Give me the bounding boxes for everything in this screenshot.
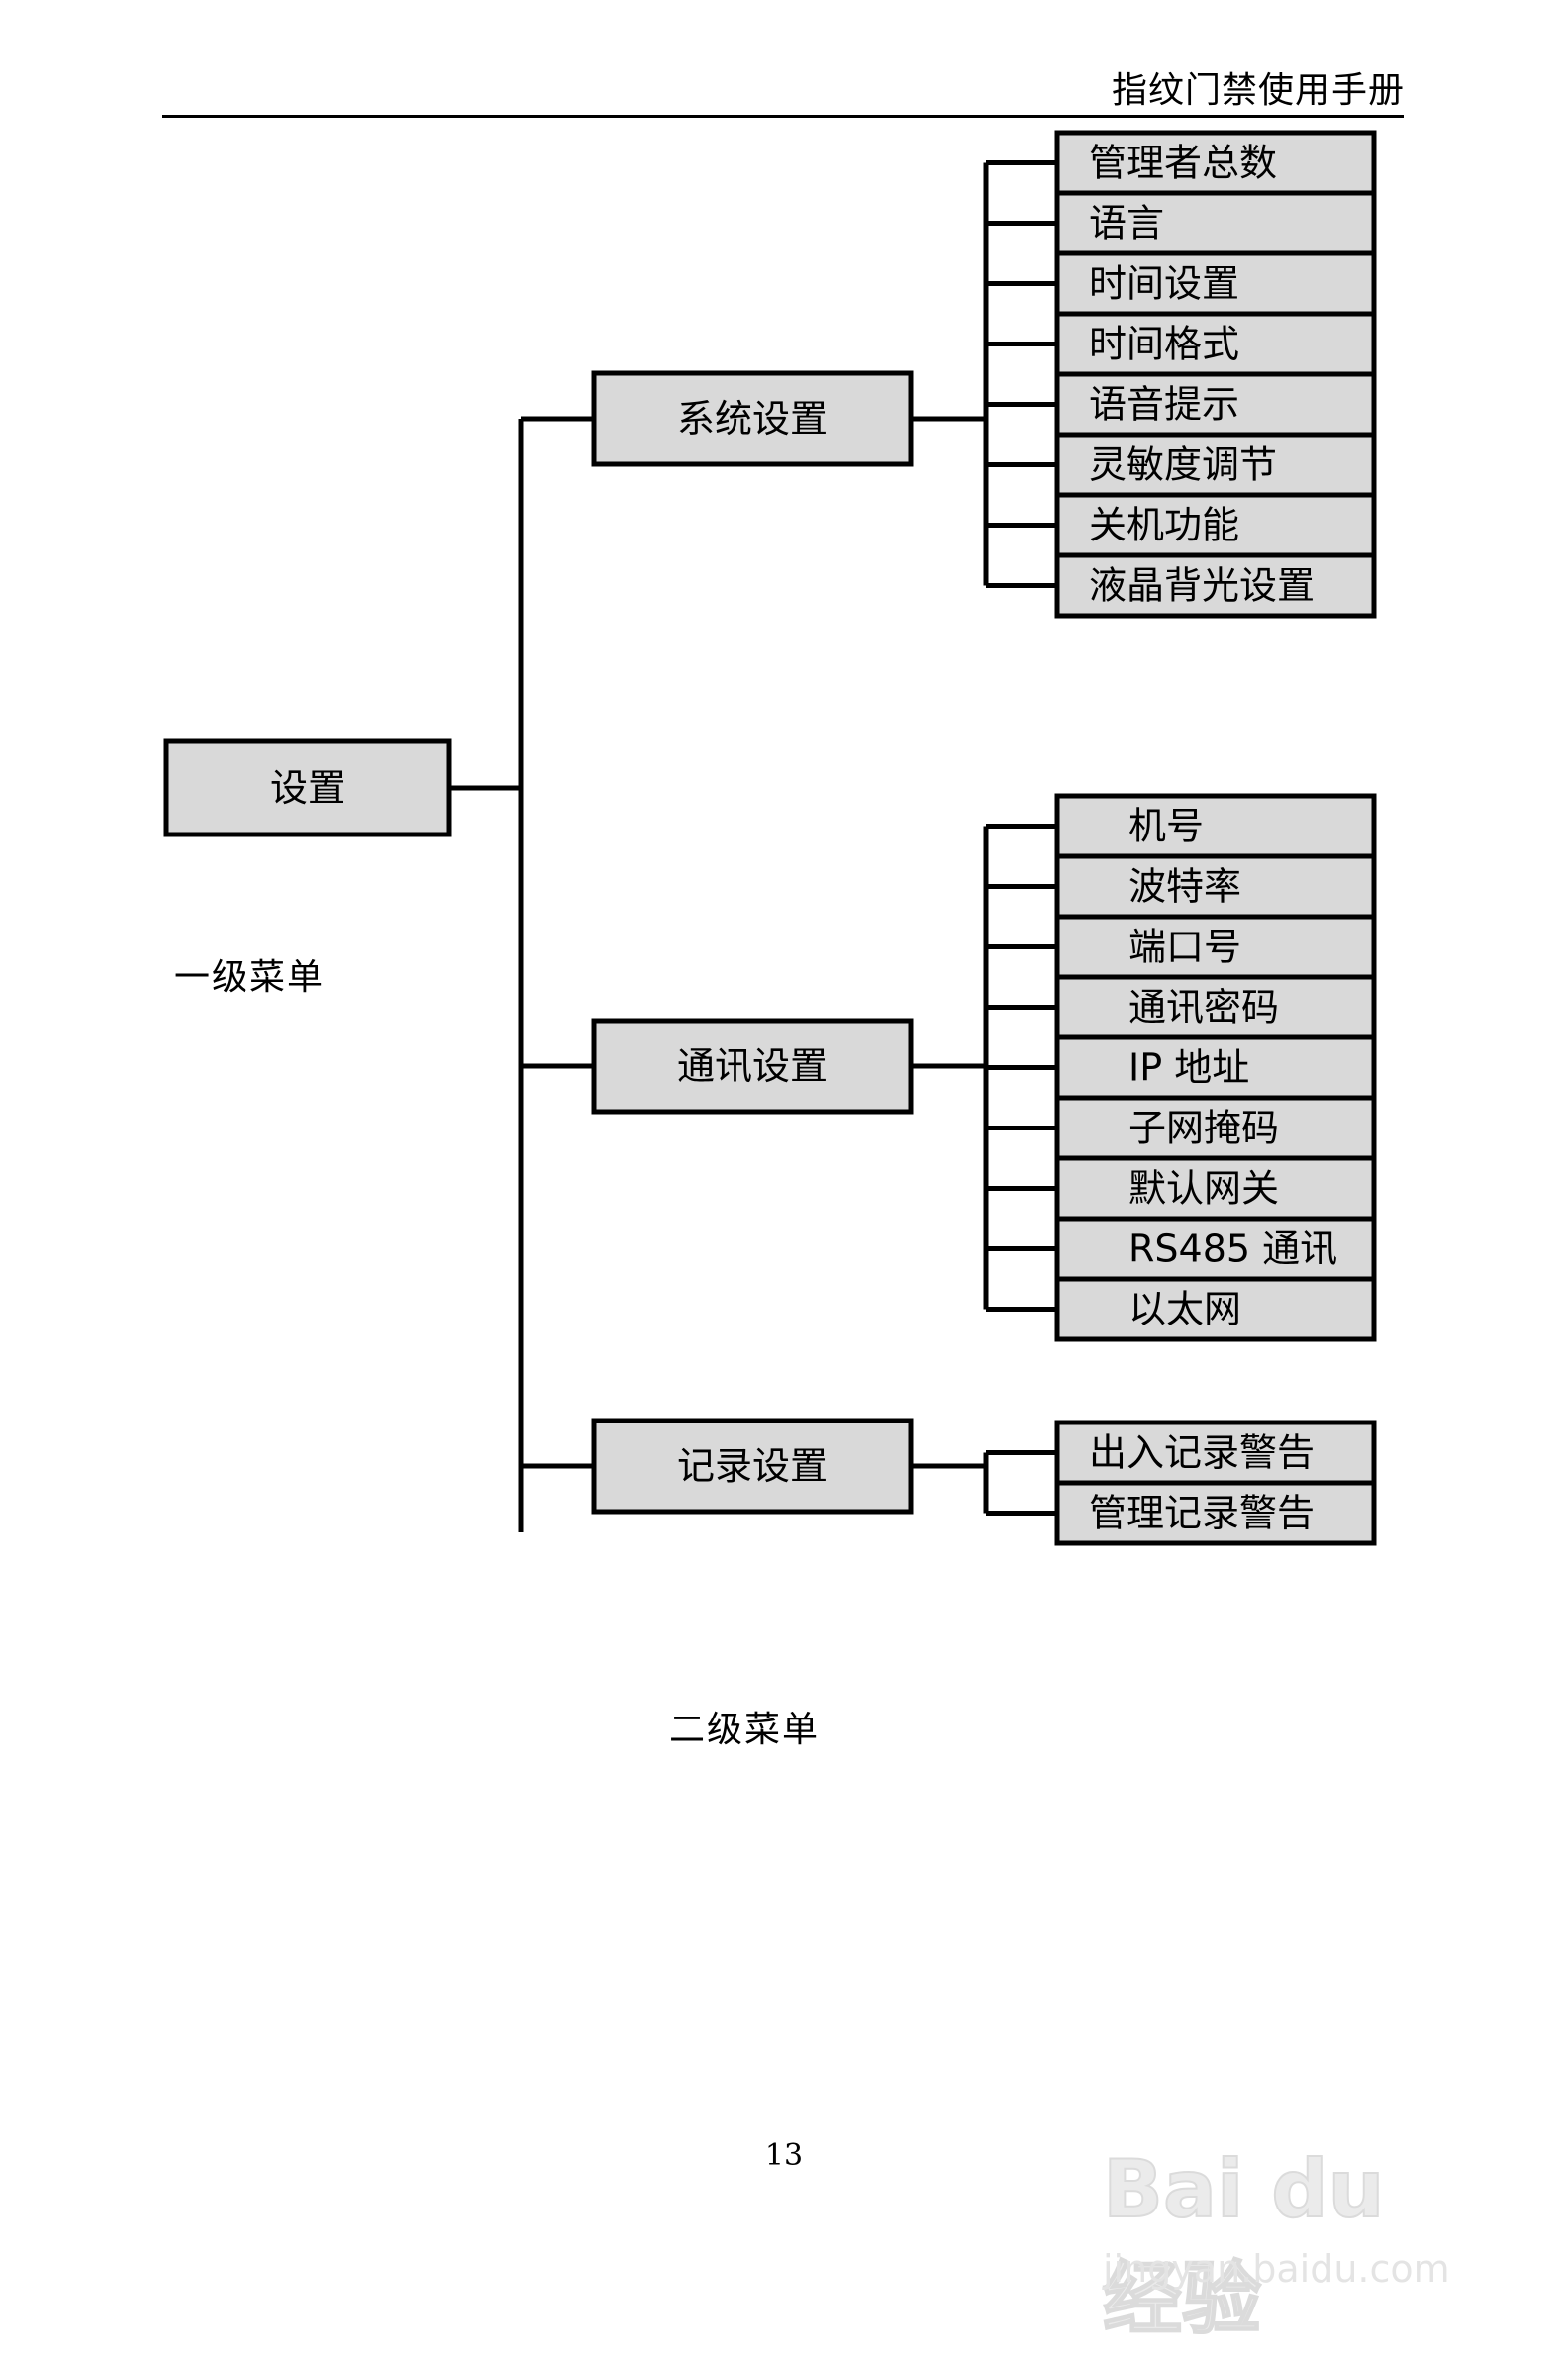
- item-node-box-frame: [1054, 1095, 1377, 1161]
- item-node-box-frame: [1054, 130, 1377, 196]
- item-node-box: 灵敏度调节: [1054, 432, 1377, 498]
- item-node-box-frame: [1054, 492, 1377, 558]
- item-node-box: 端口号: [1054, 914, 1377, 980]
- page-number: 13: [764, 2138, 804, 2173]
- item-node-box-label: IP 地址: [1128, 1046, 1249, 1090]
- item-node-box: 以太网: [1054, 1276, 1377, 1342]
- item-node-box-label: 语音提示: [1089, 383, 1239, 427]
- group-node-box: 记录设置: [591, 1418, 914, 1515]
- item-node-box-label: 子网掩码: [1128, 1107, 1279, 1150]
- item-node-box-frame: [1054, 1034, 1377, 1101]
- item-node-box-label: 端口号: [1128, 926, 1241, 969]
- header-rule: [162, 115, 1404, 118]
- item-node-box: 语音提示: [1054, 371, 1377, 438]
- item-node-box-frame: [1054, 1216, 1377, 1282]
- item-node-box-label: 关机功能: [1089, 504, 1239, 547]
- item-node-box: IP 地址: [1054, 1034, 1377, 1101]
- item-node-box: 管理记录警告: [1054, 1480, 1377, 1546]
- item-node-box-label: 管理者总数: [1089, 142, 1277, 185]
- group-node-box: 系统设置: [591, 370, 914, 467]
- item-node-box: 管理者总数: [1054, 130, 1377, 196]
- item-node-box-label: 液晶背光设置: [1089, 564, 1315, 608]
- item-node-box: 机号: [1054, 793, 1377, 859]
- item-node-box-label: 波特率: [1128, 865, 1241, 909]
- item-node-box: RS485 通讯: [1054, 1216, 1377, 1282]
- item-node-box: 出入记录警告: [1054, 1420, 1377, 1486]
- item-node-box-frame: [1054, 1155, 1377, 1222]
- item-node-box-frame: [1054, 853, 1377, 920]
- item-node-box-frame: [1054, 552, 1377, 619]
- item-node-box-frame: [1054, 371, 1377, 438]
- item-node-box-label: 出入记录警告: [1089, 1431, 1315, 1475]
- baidu-watermark: Bai du 经验 jingyan.baidu.com: [1083, 2113, 1469, 2346]
- group-node-box: 通讯设置: [591, 1018, 914, 1115]
- item-node-box-label: 灵敏度调节: [1089, 443, 1277, 487]
- item-node-box-frame: [1054, 190, 1377, 256]
- item-node-box-label: 机号: [1128, 805, 1204, 848]
- watermark-brand: Bai du 经验: [1102, 2142, 1385, 2346]
- group-node-box-frame: [591, 1418, 914, 1515]
- item-node-box-frame: [1054, 793, 1377, 859]
- item-node-box-label: 时间设置: [1089, 262, 1239, 306]
- item-node-box-label: 时间格式: [1089, 323, 1239, 366]
- item-node-box-label: 以太网: [1128, 1288, 1241, 1331]
- group-node-box-label: 通讯设置: [677, 1044, 828, 1088]
- group-node-box-label: 系统设置: [677, 397, 828, 441]
- root-node-box: 设置: [163, 738, 452, 837]
- group-node-box-label: 记录设置: [677, 1444, 828, 1488]
- item-node-box: 液晶背光设置: [1054, 552, 1377, 619]
- group-node-box-frame: [591, 370, 914, 467]
- watermark-url: jingyan.baidu.com: [1103, 2247, 1450, 2291]
- item-node-box: 时间设置: [1054, 250, 1377, 317]
- item-node-box: 语言: [1054, 190, 1377, 256]
- item-node-box-label: 通讯密码: [1128, 986, 1279, 1030]
- root-node-box-label: 设置: [270, 766, 345, 810]
- item-node-box-frame: [1054, 1276, 1377, 1342]
- item-node-box: 波特率: [1054, 853, 1377, 920]
- level1-label: 一级菜单: [174, 957, 326, 998]
- header-title: 指纹门禁使用手册: [1111, 70, 1405, 111]
- item-node-box-label: 语言: [1089, 202, 1164, 245]
- item-node-box: 通讯密码: [1054, 974, 1377, 1040]
- item-node-box-frame: [1054, 1480, 1377, 1546]
- item-node-box-label: RS485 通讯: [1128, 1227, 1337, 1271]
- item-node-box: 默认网关: [1054, 1155, 1377, 1222]
- item-node-box: 关机功能: [1054, 492, 1377, 558]
- item-node-box-frame: [1054, 311, 1377, 377]
- item-node-box: 时间格式: [1054, 311, 1377, 377]
- level2-label: 二级菜单: [669, 1710, 821, 1750]
- item-node-box-frame: [1054, 250, 1377, 317]
- root-node-box-frame: [163, 738, 452, 837]
- item-node-box-frame: [1054, 914, 1377, 980]
- item-node-box-frame: [1054, 432, 1377, 498]
- item-node-box-label: 默认网关: [1128, 1167, 1279, 1211]
- item-node-box: 子网掩码: [1054, 1095, 1377, 1161]
- item-node-box-label: 管理记录警告: [1089, 1492, 1315, 1535]
